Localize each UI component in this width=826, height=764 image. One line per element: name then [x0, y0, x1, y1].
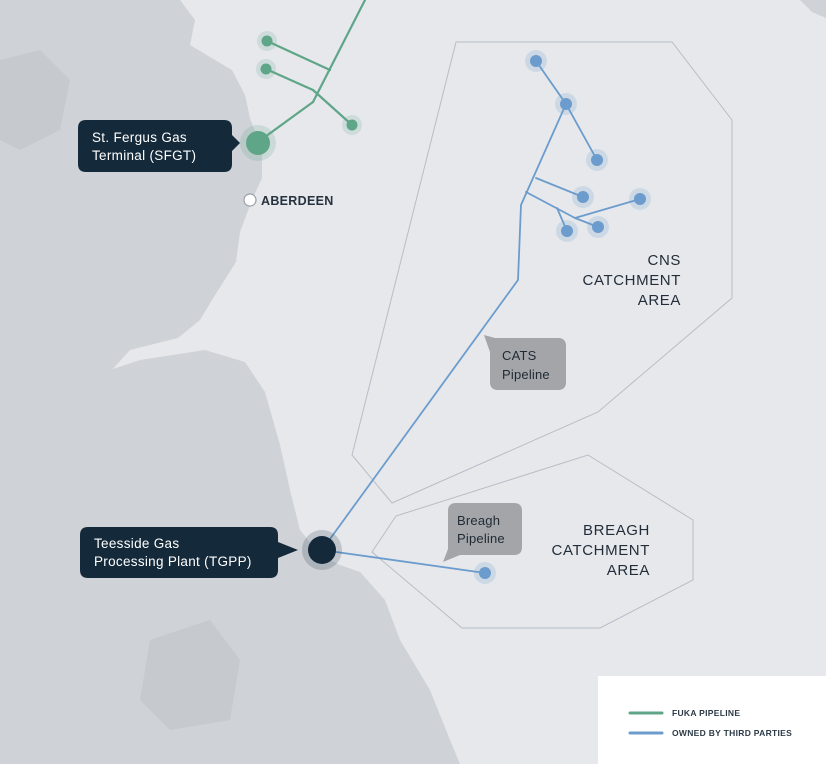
third-party-field-node: [561, 225, 573, 237]
fuka-field-node: [261, 35, 273, 47]
fuka-branch: [264, 67, 315, 92]
breagh-pipeline-route: [321, 549, 486, 574]
third-party-pipelines: [321, 60, 641, 574]
third-party-field-node: [530, 55, 542, 67]
tgpp-callout: Teesside Gas Processing Plant (TGPP): [80, 527, 298, 578]
cats-branch: [565, 103, 598, 161]
sfgt-callout: St. Fergus Gas Terminal (SFGT): [78, 120, 240, 172]
breagh-area-label: BREAGH CATCHMENT AREA: [552, 522, 650, 579]
third-party-field-node: [634, 193, 646, 205]
fuka-fields: [240, 31, 362, 161]
land-pennines-shade: [140, 620, 240, 730]
tgpp-node: [308, 536, 336, 564]
cats-pipeline-callout: CATS Pipeline: [484, 335, 566, 390]
fuka-field-node: [260, 63, 272, 75]
legend-third-party-label: OWNED BY THIRD PARTIES: [672, 728, 792, 738]
breagh-callout-box: [443, 503, 522, 562]
cats-pipeline-route: [321, 60, 568, 551]
cats-label-line1: CATS: [502, 348, 537, 363]
legend-panel: [598, 676, 826, 764]
cats-branch: [535, 177, 584, 198]
sfgt-label-line1: St. Fergus Gas: [92, 130, 187, 145]
aberdeen-marker: [243, 193, 257, 207]
third-party-field-node: [592, 221, 604, 233]
third-party-fields: [474, 50, 651, 584]
cns-area-label: CNS CATCHMENT AREA: [583, 252, 681, 309]
tgpp-callout-box: [80, 527, 298, 578]
breagh-label-line2: Pipeline: [457, 531, 505, 546]
tgpp-label-line2: Processing Plant (TGPP): [94, 554, 252, 569]
cats-branch: [574, 198, 641, 219]
fuka-pipeline: [256, 0, 367, 144]
cats-callout-box: [484, 335, 566, 390]
fuka-trunk-segment: [311, 0, 367, 104]
sfgt-callout-box: [78, 120, 240, 172]
cats-branch: [525, 191, 576, 219]
sfgt-label-line2: Terminal (SFGT): [92, 148, 196, 163]
breagh-catchment-boundary: [371, 454, 694, 629]
breagh-area-line1: BREAGH: [583, 522, 650, 539]
sfgt-node: [246, 131, 270, 155]
cns-catchment-boundary: [351, 41, 733, 504]
breagh-pipeline-callout: Breagh Pipeline: [443, 503, 522, 562]
land-highlands-shade: [0, 50, 70, 150]
third-party-field-node: [577, 191, 589, 203]
breagh-area-line2: CATCHMENT: [552, 542, 650, 559]
tgpp-label-line1: Teesside Gas: [94, 536, 179, 551]
land-norway-edge: [800, 0, 826, 18]
cats-label-line2: Pipeline: [502, 367, 550, 382]
third-party-field-node: [591, 154, 603, 166]
fuka-field-node: [346, 119, 358, 131]
legend-fuka-label: FUKA PIPELINE: [672, 708, 740, 718]
fuka-branch: [311, 88, 354, 127]
cns-label-line2: CATCHMENT: [583, 272, 681, 289]
cns-label-line3: AREA: [638, 292, 681, 309]
breagh-area-line3: AREA: [607, 562, 650, 579]
cns-label-line1: CNS: [648, 252, 681, 269]
breagh-label-line1: Breagh: [457, 513, 500, 528]
aberdeen-label: ABERDEEN: [261, 194, 334, 208]
legend: FUKA PIPELINE OWNED BY THIRD PARTIES: [598, 676, 826, 764]
third-party-field-node: [560, 98, 572, 110]
third-party-field-node: [479, 567, 491, 579]
fuka-branch: [265, 39, 332, 72]
